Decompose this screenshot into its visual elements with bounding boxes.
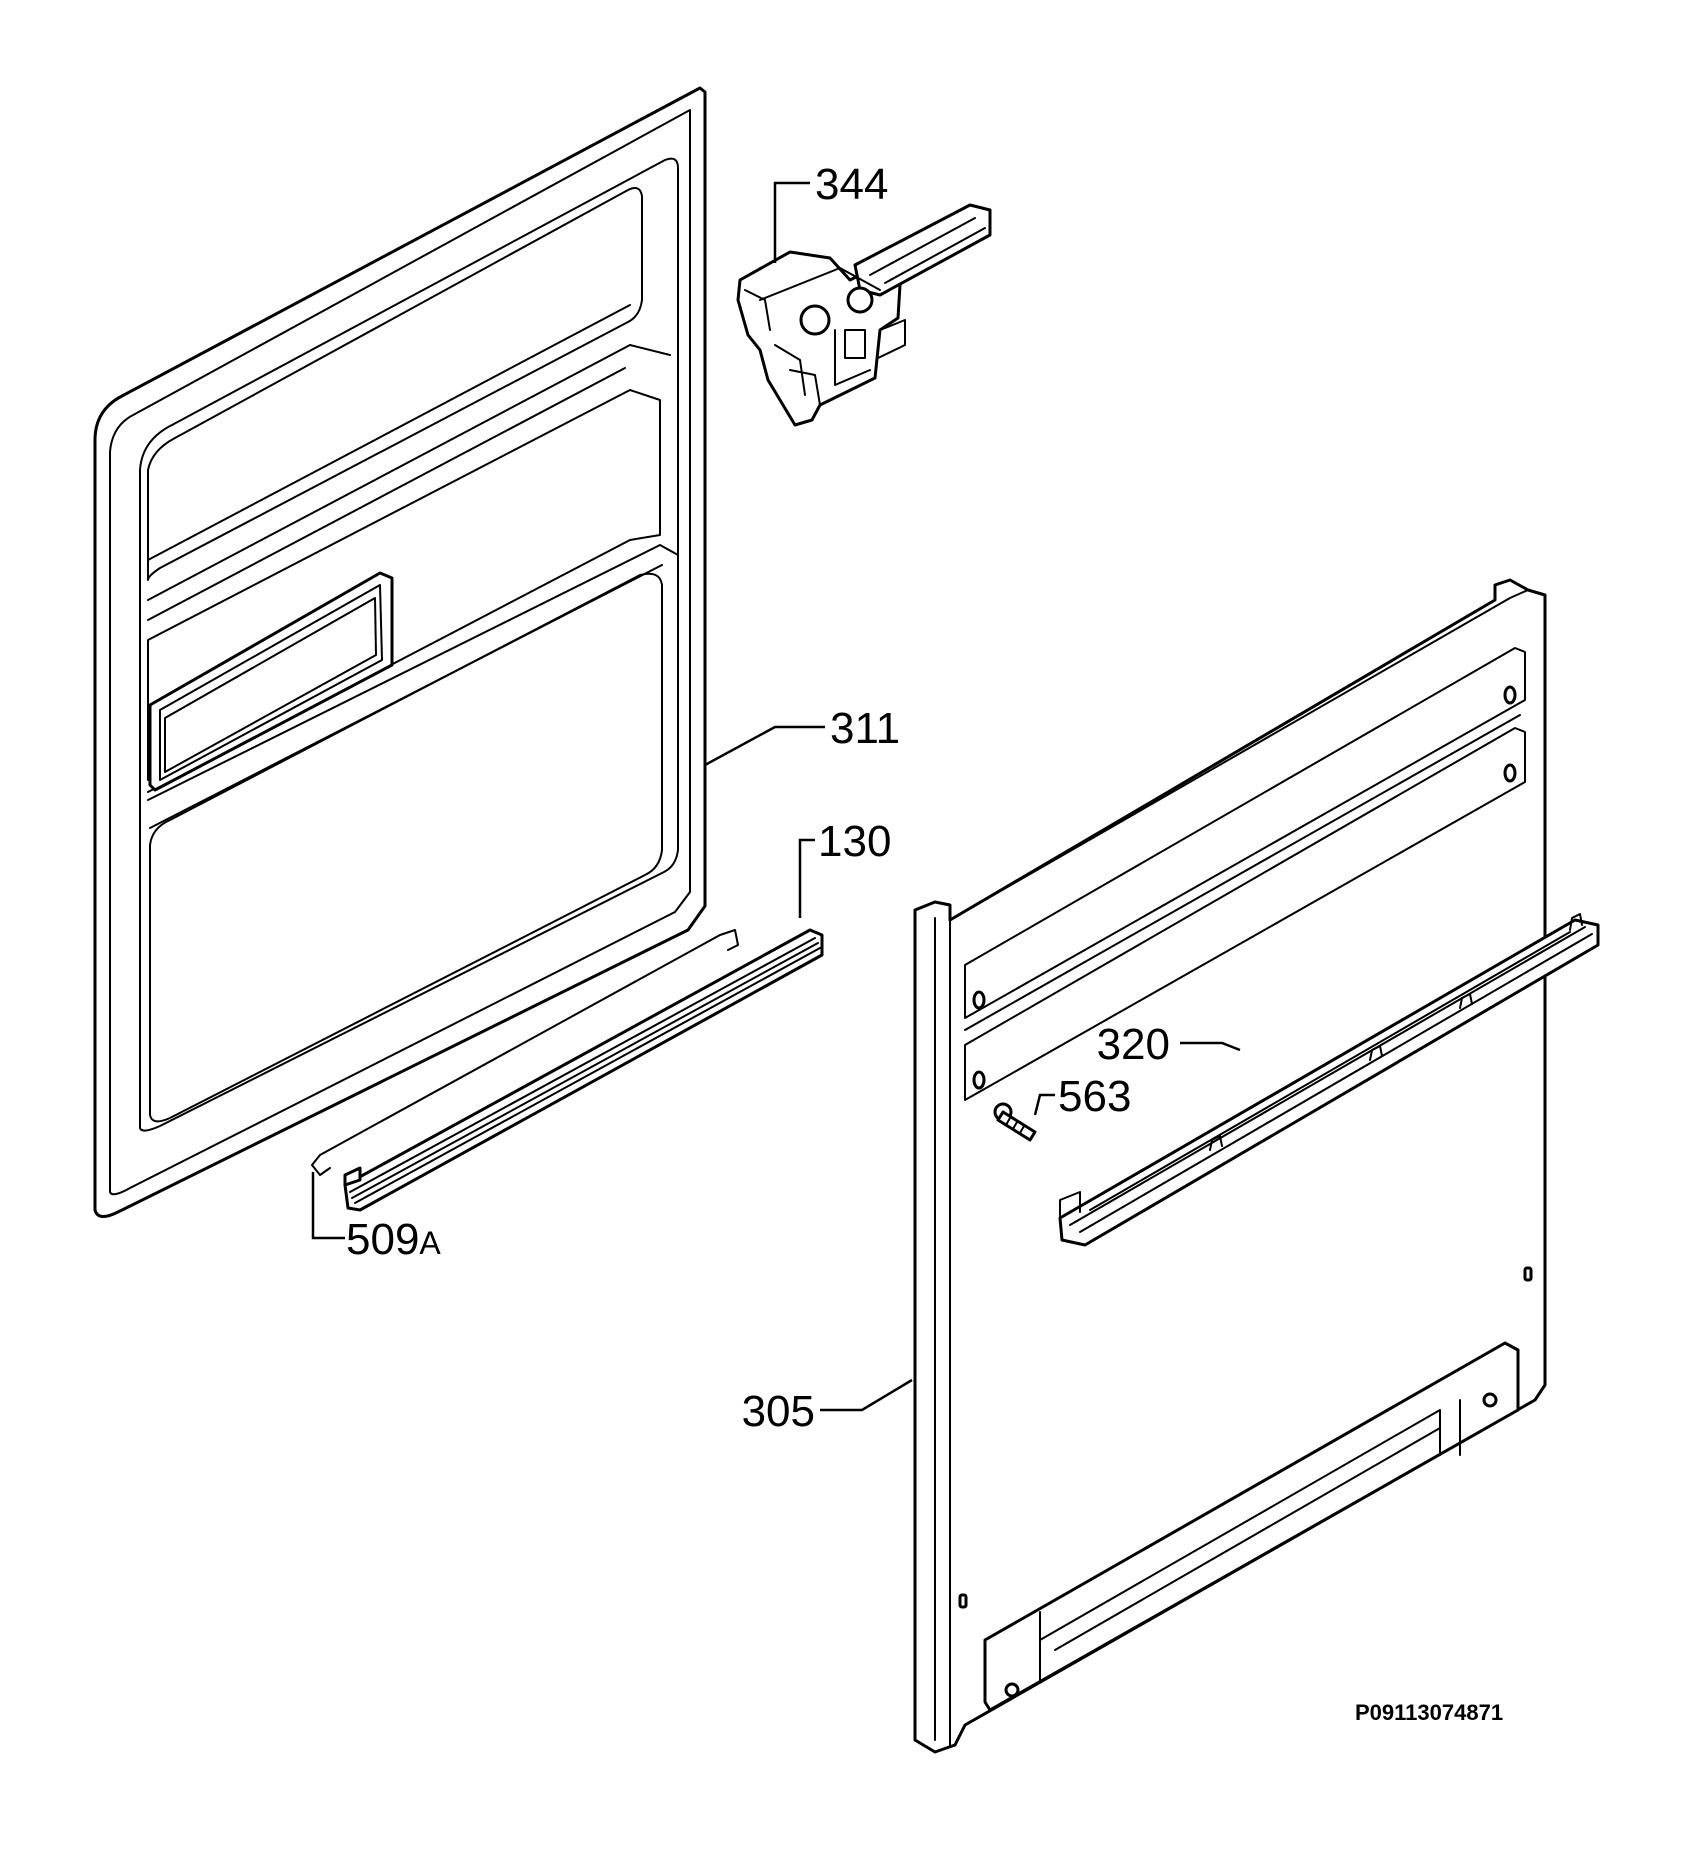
inner-door-panel [93, 86, 707, 1218]
leader-509A [311, 1172, 345, 1240]
leader-305 [820, 1378, 913, 1412]
leader-311 [704, 725, 825, 767]
bottom-seal [343, 928, 824, 1212]
leader-563 [1033, 1093, 1055, 1116]
callout-311: 311 [830, 704, 900, 753]
document-code: P09113074871 [1355, 1700, 1503, 1725]
outer-door-panel [913, 578, 1547, 1754]
callout-509-suffix: A [419, 1225, 441, 1261]
leader-344 [773, 181, 810, 263]
leader-320 [1180, 1041, 1241, 1052]
callout-563: 563 [1058, 1072, 1131, 1121]
callout-305: 305 [742, 1387, 815, 1436]
callout-344: 344 [815, 160, 888, 209]
callout-320: 320 [1097, 1020, 1170, 1069]
handle-bar [1058, 913, 1600, 1247]
callout-509-number: 509 [346, 1215, 419, 1264]
seal-wire [311, 929, 739, 1176]
callout-130: 130 [818, 817, 891, 866]
leader-130 [798, 838, 815, 918]
door-lock-assembly [736, 203, 992, 427]
screw [993, 1102, 1037, 1142]
callout-509A: 509A [346, 1215, 441, 1264]
